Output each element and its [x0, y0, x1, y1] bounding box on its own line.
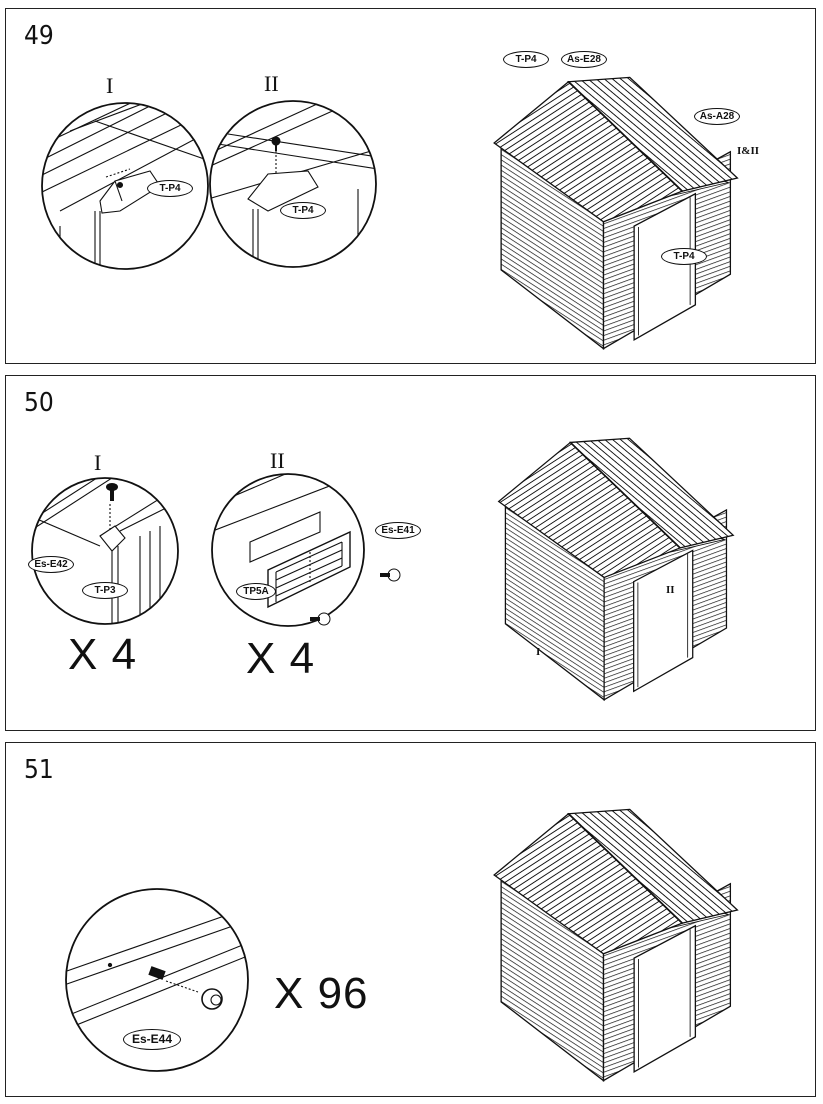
- shed-illustration-50: [497, 437, 735, 701]
- step-number: 50: [24, 388, 54, 418]
- callout-t-p3: T-P3: [82, 582, 128, 599]
- detail-i-illustration: [31, 477, 179, 625]
- ref-tag-i-ii: I&II: [737, 145, 760, 157]
- callout-t-p4: T-P4: [147, 180, 193, 197]
- ref-tag-i: I: [536, 646, 541, 658]
- screw-icon: [380, 568, 401, 582]
- screw-icon: [106, 483, 118, 501]
- detail-label-ii: II: [270, 448, 285, 473]
- callout-es-e44: Es-E44: [123, 1029, 181, 1050]
- detail-label-ii: II: [264, 71, 279, 96]
- screw-icon: [310, 612, 331, 626]
- callout-main-as-a28: As-A28: [694, 108, 740, 125]
- detail-label-i: I: [94, 450, 102, 475]
- callout-t-p4-2: T-P4: [280, 202, 326, 219]
- step-51-panel: 51 Es-E44 X 96: [5, 742, 816, 1097]
- quantity-x4-i: X 4: [68, 630, 138, 679]
- ref-tag-ii: II: [666, 584, 675, 596]
- detail-illustration: [65, 888, 249, 1072]
- step-number: 51: [24, 755, 54, 785]
- quantity-x4-ii: X 4: [246, 634, 316, 683]
- detail-ii-illustration: [211, 473, 365, 627]
- callout-main-as-e28: As-E28: [561, 51, 607, 68]
- callout-es-e42: Es-E42: [28, 556, 74, 573]
- step-49-panel: 49 I II T-P4 T-P4: [5, 8, 816, 364]
- callout-main-t-p4-bottom: T-P4: [661, 248, 707, 265]
- step-50-panel: 50 I II Es-E42 T-P3 X 4: [5, 375, 816, 731]
- detail-label-i: I: [106, 73, 114, 98]
- step-number: 49: [24, 21, 54, 51]
- detail-ii-illustration: [209, 100, 377, 268]
- callout-main-t-p4: T-P4: [503, 51, 549, 68]
- callout-es-e41: Es-E41: [375, 522, 421, 539]
- callout-tp5a: TP5A: [236, 583, 276, 600]
- shed-illustration-51: [493, 808, 739, 1082]
- quantity-x96: X 96: [274, 969, 369, 1018]
- detail-i-illustration: [41, 102, 209, 270]
